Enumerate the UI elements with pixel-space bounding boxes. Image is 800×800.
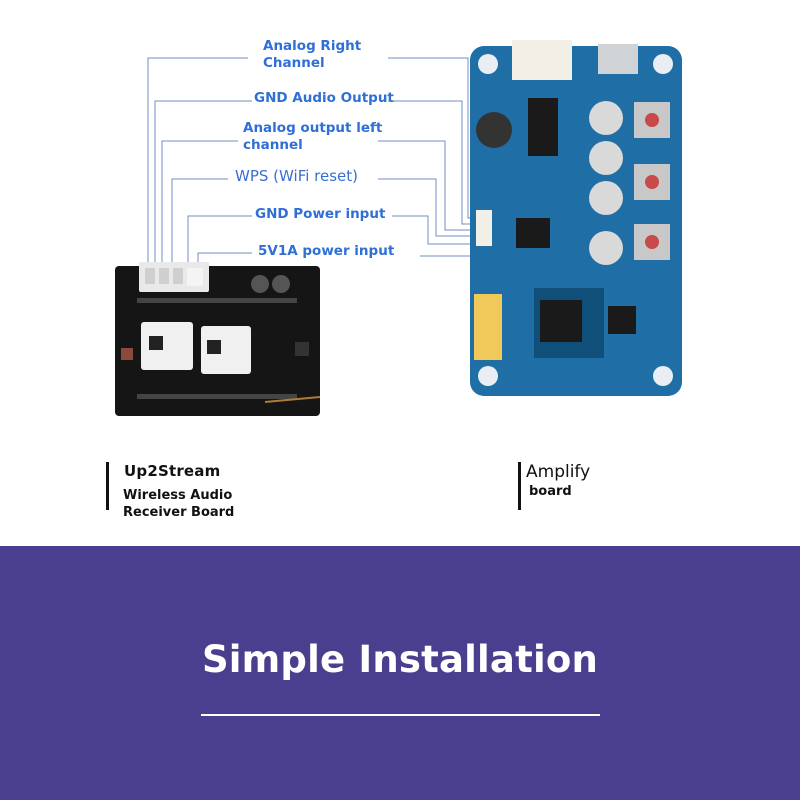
headline-title: Simple Installation xyxy=(201,638,599,681)
amplifier-board-image xyxy=(470,40,682,396)
right-caption-bar xyxy=(518,462,521,510)
callout-analog-right-channel: Analog Right Channel xyxy=(263,38,361,72)
headline-banner: Simple Installation xyxy=(0,546,800,800)
callout-gnd-audio-text: GND Audio Output xyxy=(254,90,394,106)
callout-gnd-power-text: GND Power input xyxy=(255,206,386,222)
callout-5v-power-input: 5V1A power input xyxy=(258,243,394,260)
right-board-title: Amplify xyxy=(526,462,591,482)
callout-analog-left-channel: Analog output left channel xyxy=(243,120,382,154)
callout-wps-text: WPS (WiFi reset) xyxy=(235,167,359,185)
callout-gnd-audio-output: GND Audio Output xyxy=(254,90,394,107)
callout-gnd-power-input: GND Power input xyxy=(255,206,385,223)
left-caption-bar xyxy=(106,462,109,510)
diagram-area: Analog Right Channel GND Audio Output An… xyxy=(106,38,682,520)
callout-5v-power-text: 5V1A power input xyxy=(258,243,395,259)
headline-divider xyxy=(201,714,600,716)
left-board-title: Up2Stream xyxy=(124,462,221,480)
up2stream-board-image xyxy=(115,262,321,416)
callout-analog-right-text: Analog Right Channel xyxy=(263,38,362,71)
connector-lines xyxy=(147,57,482,272)
right-board-subtitle: board xyxy=(529,484,572,499)
left-board-subtitle: Wireless Audio Receiver Board xyxy=(123,488,235,520)
callout-analog-left-text: Analog output left channel xyxy=(243,120,383,153)
callout-wps-reset: WPS (WiFi reset) xyxy=(235,168,358,185)
